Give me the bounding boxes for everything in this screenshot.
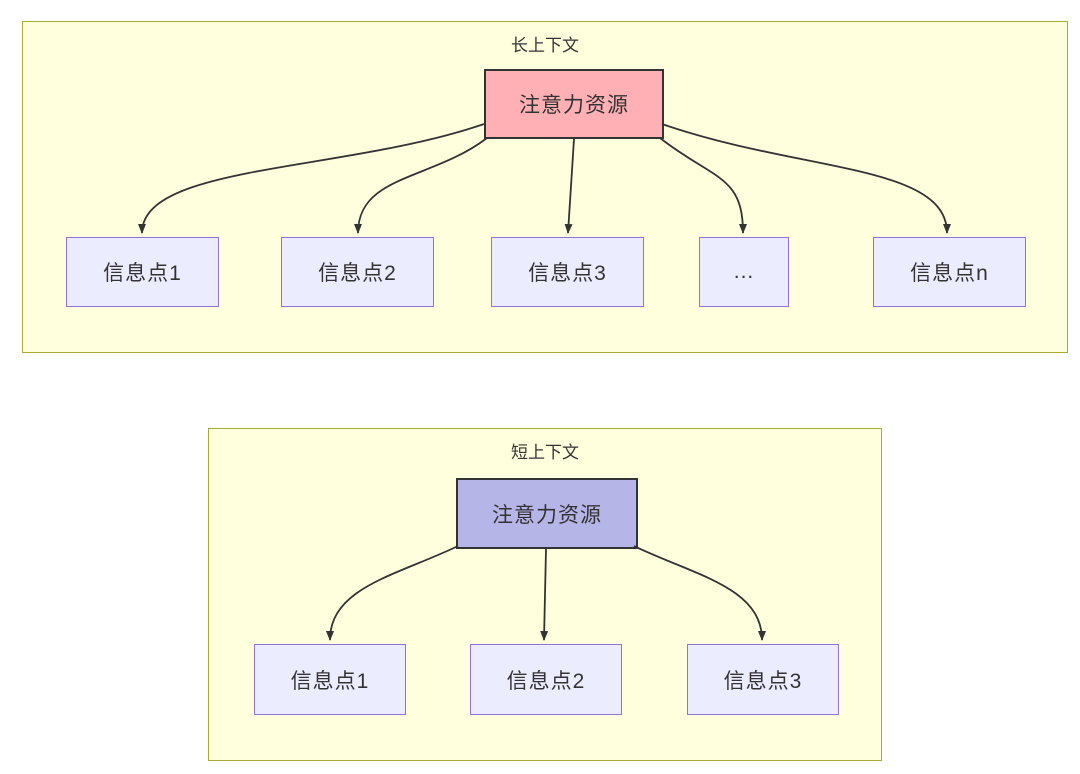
short-attention-node: 注意力资源: [456, 478, 638, 549]
long-info-node-ellipsis: ...: [699, 237, 789, 307]
long-context-cluster: 长上下文 注意力资源 信息点1 信息点2 信息点3 ... 信息点n: [22, 21, 1068, 353]
long-info-node-3: 信息点3: [491, 237, 644, 307]
long-attention-node: 注意力资源: [484, 69, 664, 139]
short-info-node-2: 信息点2: [470, 644, 622, 715]
long-info-node-1: 信息点1: [66, 237, 219, 307]
short-context-title: 短上下文: [511, 443, 579, 462]
long-info-node-2: 信息点2: [281, 237, 434, 307]
long-info-node-n: 信息点n: [873, 237, 1026, 307]
short-info-node-3: 信息点3: [687, 644, 839, 715]
long-context-title: 长上下文: [511, 36, 579, 55]
short-info-node-1: 信息点1: [254, 644, 406, 715]
short-context-cluster: 短上下文 注意力资源 信息点1 信息点2 信息点3: [208, 428, 882, 761]
